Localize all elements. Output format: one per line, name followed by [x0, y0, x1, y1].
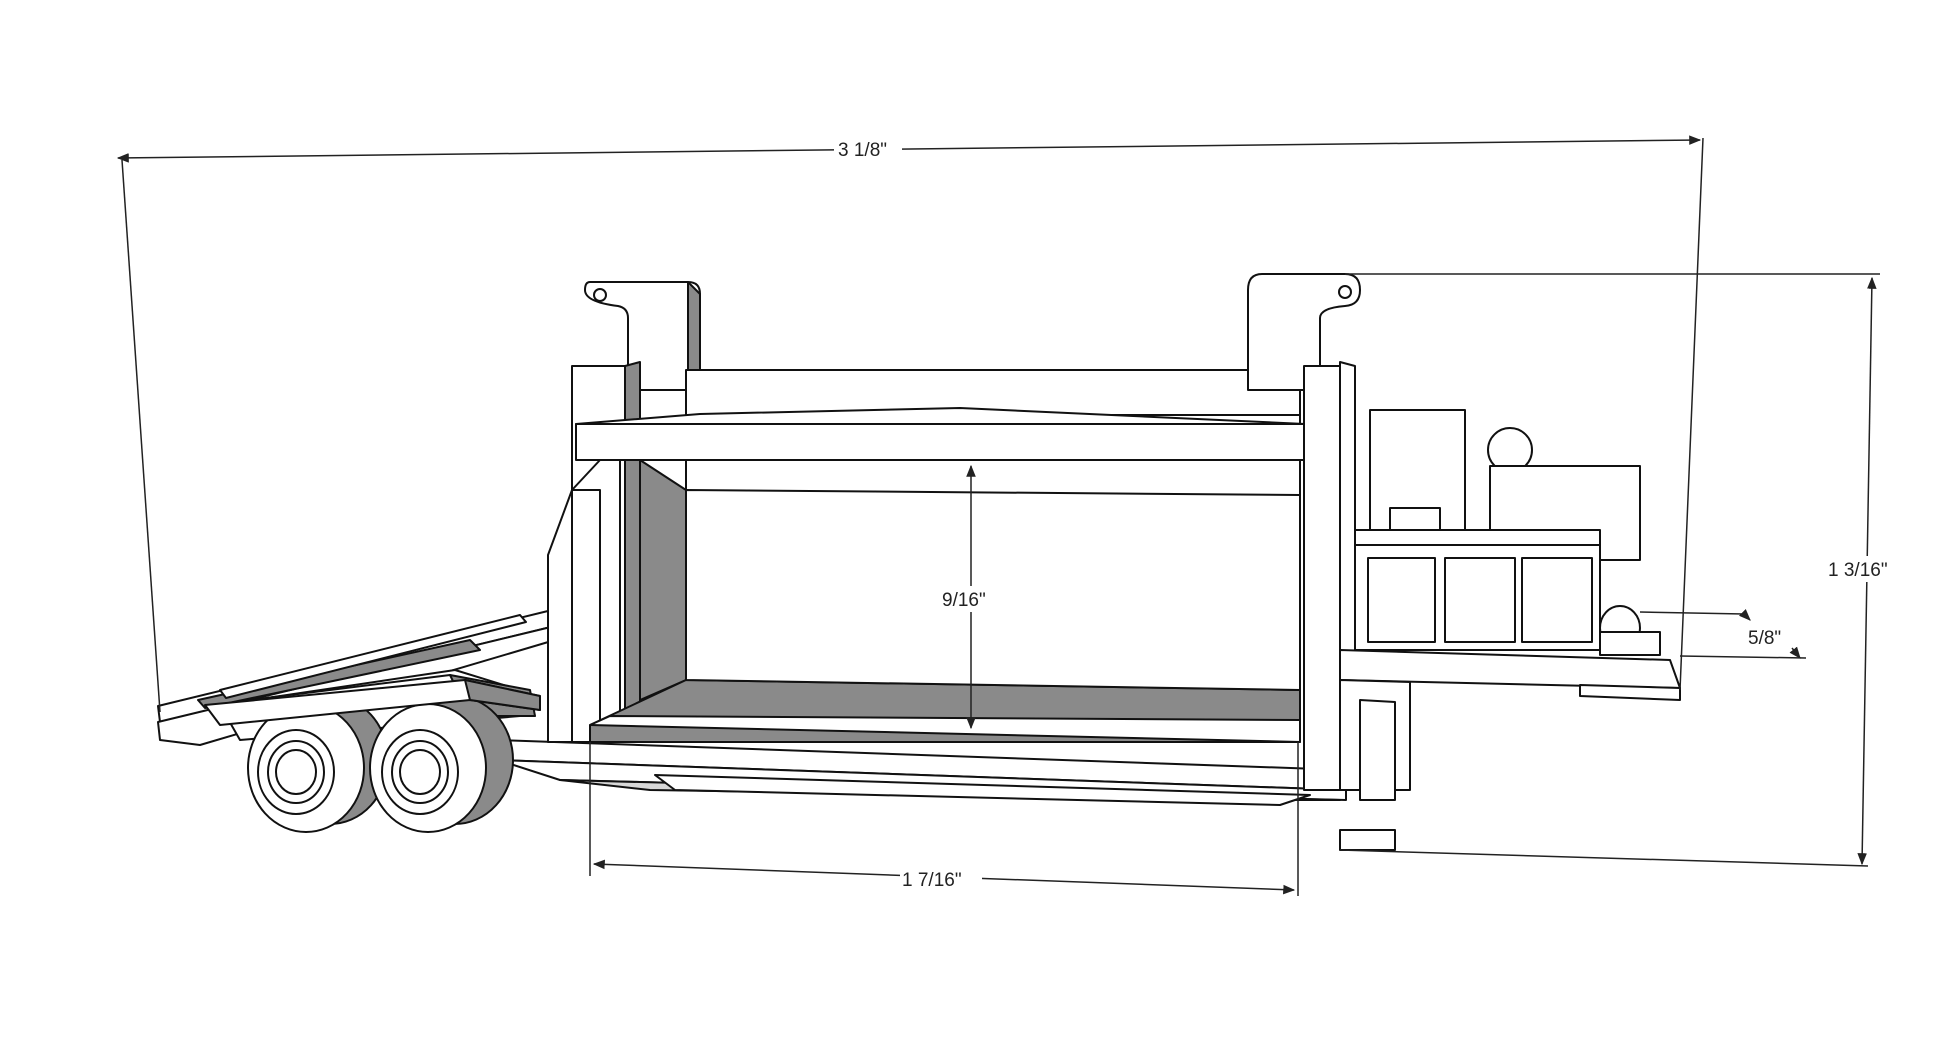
top-rail	[575, 407, 1306, 461]
deck-height-extension-top	[1639, 611, 1745, 615]
deck-height-label: 5/8"	[1748, 628, 1781, 649]
deck-height-leader-bottom	[1789, 646, 1801, 659]
main-frame	[497, 739, 1347, 806]
box-length-label: 1 7/16"	[902, 870, 962, 891]
equipment-deck	[1339, 409, 1681, 701]
trailer-model	[157, 273, 1681, 851]
box-height-label: 9/16"	[942, 590, 986, 611]
rear-hitch	[1339, 679, 1411, 851]
deck-height-extension-bottom	[1679, 655, 1807, 659]
wheel-front	[369, 695, 514, 833]
overall-length-extension-right	[1679, 137, 1704, 691]
fender	[204, 679, 541, 726]
deck-height-leader-top	[1738, 608, 1751, 621]
right-posts	[1247, 273, 1361, 791]
overall-length-label: 3 1/8"	[838, 140, 887, 161]
overall-height-extension-bottom	[1339, 849, 1869, 867]
overall-length-extension-left	[121, 159, 161, 713]
overall-height-label: 1 3/16"	[1828, 560, 1888, 581]
dimension-labels: 3 1/8" 1 3/16" 9/16" 1 7/16" 5/8"	[834, 136, 1902, 892]
overall-length-dimension-line	[116, 135, 1702, 163]
